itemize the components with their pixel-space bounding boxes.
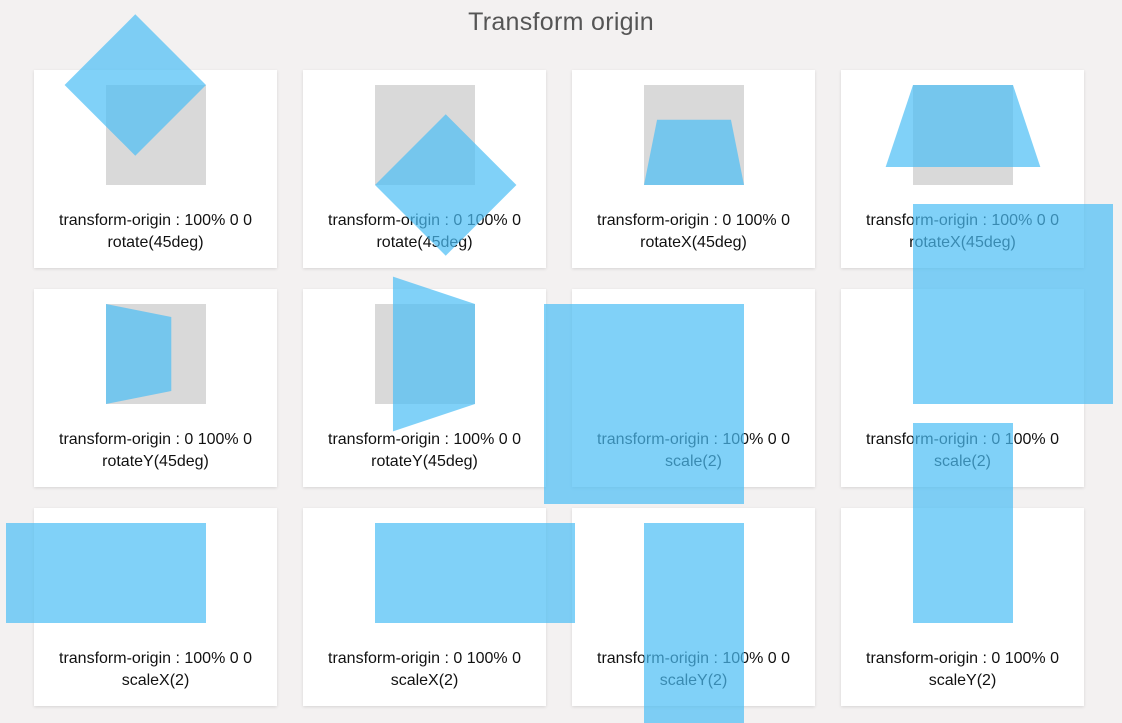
transformed-box: [644, 523, 744, 723]
transform-label: rotateY(45deg): [371, 453, 478, 470]
transformed-box: [913, 204, 1113, 404]
transform-label: scaleX(2): [390, 672, 459, 689]
transformed-box: [6, 523, 206, 623]
transformed-box: [392, 276, 475, 432]
demo-stage: [544, 304, 744, 504]
card-rotate-origin-right-top: transform-origin : 100% 0 0 rotate(45deg…: [34, 14, 277, 268]
transformed-box: [644, 119, 744, 185]
card-rotatey-origin-left-bottom: transform-origin : 0 100% 0 rotateY(45de…: [34, 289, 277, 487]
transform-label: scaleX(2): [121, 672, 190, 689]
demo-stage: [913, 204, 1113, 404]
card-scaley-origin-left-bottom: transform-origin : 0 100% 0 scaleY(2): [841, 423, 1084, 706]
demo-stage: [6, 523, 206, 623]
page-title: Transform origin: [468, 8, 654, 36]
card-caption: transform-origin : 0 100% 0 scaleX(2): [303, 648, 546, 692]
card-caption: transform-origin : 100% 0 0 rotateY(45de…: [303, 429, 546, 473]
transform-label: rotate(45deg): [107, 234, 204, 251]
transform-label: rotateY(45deg): [102, 453, 209, 470]
demo-stage: [375, 85, 517, 256]
card-rotatex-origin-right-top: transform-origin : 100% 0 0 rotateX(45de…: [841, 70, 1084, 268]
transformed-box: [106, 304, 172, 404]
card-rotatey-origin-right-top: transform-origin : 100% 0 0 rotateY(45de…: [303, 276, 546, 487]
demo-stage: [64, 14, 206, 185]
card-scalex-origin-right-top: transform-origin : 100% 0 0 scaleX(2): [6, 508, 277, 706]
transform-label: scaleY(2): [928, 672, 997, 689]
card-scaley-origin-right-top: transform-origin : 100% 0 0 scaleY(2): [572, 508, 815, 723]
transformed-box: [544, 304, 744, 504]
demo-stage: [375, 523, 575, 623]
card-scale-origin-right-top: transform-origin : 100% 0 0 scale(2): [544, 289, 815, 504]
card-caption: transform-origin : 100% 0 0 rotate(45deg…: [34, 210, 277, 254]
transformed-box: [913, 423, 1013, 623]
demo-stage: [106, 304, 206, 404]
origin-label: transform-origin : 100% 0 0: [59, 650, 252, 667]
demo-stage: [375, 276, 475, 432]
card-rotate-origin-left-bottom: transform-origin : 0 100% 0 rotate(45deg…: [303, 70, 546, 268]
transformed-box: [885, 85, 1041, 168]
origin-label: transform-origin : 0 100% 0: [328, 650, 521, 667]
demo-stage: [885, 85, 1041, 185]
origin-label: transform-origin : 0 100% 0: [866, 650, 1059, 667]
card-scalex-origin-left-bottom: transform-origin : 0 100% 0 scaleX(2): [303, 508, 575, 706]
demo-stage: [644, 523, 744, 723]
demo-stage: [913, 423, 1013, 623]
transform-label: rotateX(45deg): [640, 234, 747, 251]
card-rotatex-origin-left-bottom: transform-origin : 0 100% 0 rotateX(45de…: [572, 70, 815, 268]
card-caption: transform-origin : 0 100% 0 scaleY(2): [841, 648, 1084, 692]
card-caption: transform-origin : 0 100% 0 rotateX(45de…: [572, 210, 815, 254]
origin-label: transform-origin : 0 100% 0: [597, 212, 790, 229]
card-caption: transform-origin : 0 100% 0 rotateY(45de…: [34, 429, 277, 473]
transformed-box: [375, 523, 575, 623]
origin-label: transform-origin : 100% 0 0: [59, 212, 252, 229]
origin-label: transform-origin : 0 100% 0: [59, 431, 252, 448]
origin-label: transform-origin : 100% 0 0: [328, 431, 521, 448]
card-caption: transform-origin : 100% 0 0 scaleX(2): [34, 648, 277, 692]
demo-stage: [644, 85, 744, 185]
